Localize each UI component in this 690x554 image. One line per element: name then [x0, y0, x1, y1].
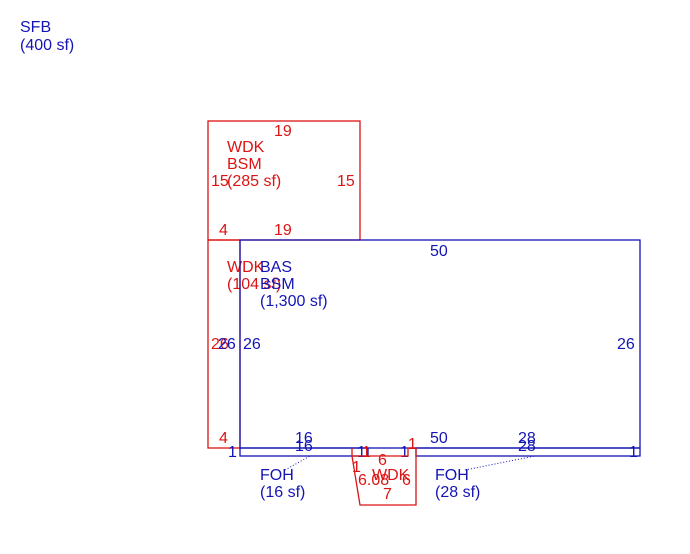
- wdk-small-dim-left-edge: 1: [352, 459, 361, 476]
- wdk-small-dim-left: 6.08: [358, 472, 389, 489]
- foh-right-dim-left: 1: [400, 444, 409, 461]
- bas-bsm-dim-top: 50: [430, 243, 448, 260]
- wdk-bsm-sub: BSM: [227, 156, 262, 173]
- bas-bsm-sub: BSM: [260, 276, 295, 293]
- foh-left-dim-bottom: 16: [295, 438, 313, 455]
- foh-left-dim-right: 1: [357, 444, 366, 461]
- foh-right-code: FOH: [435, 467, 469, 484]
- foh-left-code: FOH: [260, 467, 294, 484]
- wdk-bsm-dim-right: 15: [337, 173, 355, 190]
- wdk-side-dim-top: 4: [219, 222, 228, 239]
- foh-right-area: (28 sf): [435, 484, 480, 501]
- wdk-small-outline: [351, 447, 417, 506]
- foh-right-leader: [464, 455, 536, 471]
- wdk-bsm-code: WDK: [227, 139, 265, 156]
- wdk-side-dim-left: 26: [211, 336, 229, 353]
- bas-bsm-code: BAS: [260, 259, 292, 276]
- bas-bsm-dim-right: 26: [617, 336, 635, 353]
- wdk-small-dim-top: 6: [378, 452, 387, 469]
- foh-left-dim-top: 16: [295, 430, 313, 447]
- wdk-side-dim-bottom: 4: [219, 430, 228, 447]
- foh-left-outline: [239, 447, 369, 457]
- wdk-bsm-dim-left: 15: [211, 173, 229, 190]
- summary-area: (400 sf): [20, 37, 74, 54]
- foh-left-dim-left: 1: [228, 444, 237, 461]
- wdk-bsm-dim-bottom: 19: [274, 222, 292, 239]
- bas-bsm-dim-bottom: 50: [430, 430, 448, 447]
- wdk-small-dim-right: 6: [402, 472, 411, 489]
- bas-bsm-dim-left-inner: 26: [243, 336, 261, 353]
- bas-bsm-dim-left: 26: [218, 336, 236, 353]
- foh-right-dim-right: 1: [629, 444, 638, 461]
- wdk-small-code: WDK: [372, 467, 410, 484]
- summary-code: SFB: [20, 19, 51, 36]
- wdk-bsm-dim-top: 19: [274, 123, 292, 140]
- bas-bsm-area: (1,300 sf): [260, 293, 328, 310]
- foh-right-dim-bottom: 28: [518, 438, 536, 455]
- wdk-small-dim-right-short: 1: [408, 436, 417, 453]
- foh-left-area: (16 sf): [260, 484, 305, 501]
- wdk-side-code: WDK: [227, 259, 265, 276]
- wdk-bsm-area: (285 sf): [227, 173, 281, 190]
- bas-bsm-outline: [239, 239, 641, 449]
- foh-right-dim-top: 28: [518, 430, 536, 447]
- wdk-small-dim-left-short: 1: [362, 444, 371, 461]
- wdk-small-dim-bottom: 7: [383, 486, 392, 503]
